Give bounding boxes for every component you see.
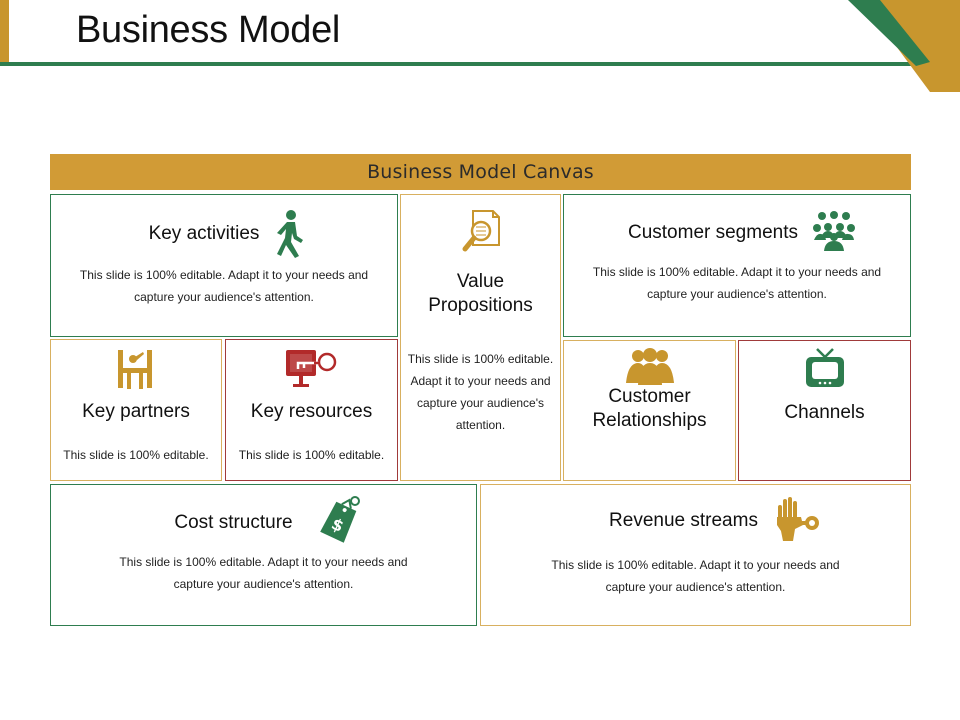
meeting-table-icon	[118, 350, 152, 389]
customer-segments-description: This slide is 100% editable. Adapt it to…	[592, 265, 882, 301]
revenue-streams-cell: Revenue streams This slide is 100% edita…	[480, 484, 911, 626]
revenue-streams-text: This slide is 100% editable. Adapt it to…	[481, 554, 910, 598]
corner-decoration	[848, 0, 960, 92]
magnifier-document-icon	[462, 210, 500, 252]
price-tag-dollar-icon: $	[320, 496, 360, 543]
key-activities-title: Key activities	[148, 223, 260, 244]
key-activities-cell: Key activities This slide is 100% editab…	[50, 194, 398, 337]
revenue-streams-title: Revenue streams	[609, 510, 758, 531]
customer-segments-text: This slide is 100% editable. Adapt it to…	[564, 261, 910, 305]
key-partners-cell: Key partners This slide is 100% editable…	[50, 339, 222, 481]
key-resources-title: Key resources	[250, 401, 373, 422]
left-accent-bar	[0, 0, 9, 62]
person-walking-icon	[277, 210, 303, 258]
cost-structure-cell: Cost structure $ This slide is 100% edit…	[50, 484, 477, 626]
group-people-icon	[626, 348, 674, 385]
cost-structure-description: This slide is 100% editable. Adapt it to…	[119, 555, 408, 591]
monitor-key-icon	[286, 350, 337, 387]
channels-title: Channels	[784, 402, 865, 423]
cost-structure-text: This slide is 100% editable. Adapt it to…	[51, 551, 476, 595]
customer-segments-cell: Customer segments This slide is 100% edi…	[563, 194, 911, 337]
value-propositions-title-line1: Value	[456, 271, 505, 292]
channels-cell: Channels	[738, 340, 911, 481]
revenue-streams-description: This slide is 100% editable. Adapt it to…	[551, 558, 840, 594]
customer-relationships-title-line2: Relationships	[592, 410, 707, 431]
value-propositions-title-line2: Propositions	[428, 295, 533, 316]
value-propositions-description: This slide is 100% editable. Adapt it to…	[407, 352, 554, 432]
tv-icon	[806, 348, 844, 387]
customer-relationships-title-line1: Customer	[608, 386, 691, 407]
customer-segments-title: Customer segments	[627, 222, 798, 243]
key-partners-title: Key partners	[82, 401, 190, 422]
page-title: Business Model	[76, 9, 341, 51]
value-propositions-text: This slide is 100% editable. Adapt it to…	[401, 348, 560, 436]
customer-relationships-cell: Customer Relationships	[563, 340, 736, 481]
value-propositions-cell: Value Propositions This slide is 100% ed…	[400, 194, 561, 481]
key-activities-description: This slide is 100% editable. Adapt it to…	[79, 268, 369, 304]
title-underline	[0, 62, 930, 66]
key-resources-cell: Key resources This slide is 100% editabl…	[225, 339, 398, 481]
key-activities-text: This slide is 100% editable. Adapt it to…	[51, 264, 397, 308]
cost-structure-title: Cost structure	[174, 512, 293, 533]
key-partners-text: This slide is 100% editable.	[63, 448, 209, 462]
canvas-title-banner: Business Model Canvas	[50, 154, 911, 190]
key-resources-text: This slide is 100% editable.	[238, 448, 385, 462]
people-group-icon	[813, 211, 855, 251]
hand-key-icon	[777, 497, 819, 541]
